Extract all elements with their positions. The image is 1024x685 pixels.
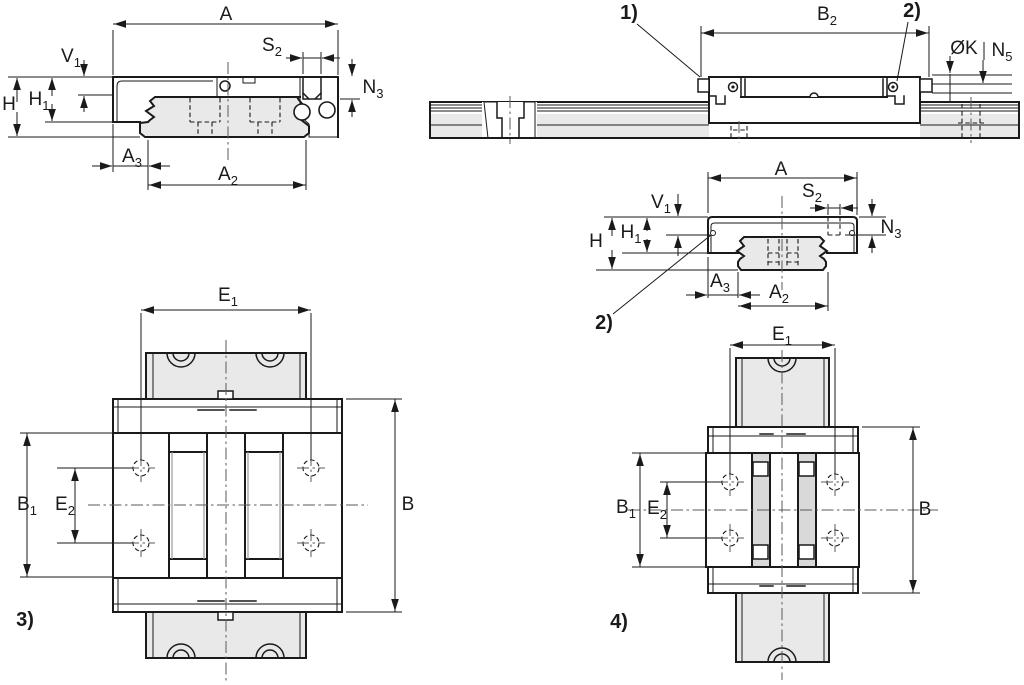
dimension-lines-plan-narrow bbox=[636, 341, 917, 593]
leader-callout-2 bbox=[896, 21, 909, 82]
dim-label-H1-wide: H1 bbox=[28, 89, 50, 113]
dim-label-E2-plan-wide: E2 bbox=[55, 494, 75, 518]
dim-label-N3-wide: N3 bbox=[362, 77, 384, 101]
dim-label-E1-plan-narrow: E1 bbox=[772, 324, 792, 348]
leader-callout-1 bbox=[636, 23, 701, 78]
dim-label-A3-wide: A3 bbox=[122, 146, 142, 170]
callout-2: 2) bbox=[903, 0, 921, 22]
dim-label-B-plan-narrow: B bbox=[918, 499, 932, 521]
dim-label-H-wide: H bbox=[2, 94, 16, 116]
end-seal-tab-right bbox=[919, 78, 933, 93]
dim-label-S2-narrow: S2 bbox=[802, 181, 822, 205]
dimension-lines-narrow-section bbox=[608, 174, 876, 310]
rail-side-right bbox=[919, 97, 1020, 143]
leader-callout-2b bbox=[612, 234, 712, 315]
dim-label-B1-plan-narrow: B1 bbox=[616, 497, 636, 521]
ball-bearings bbox=[293, 101, 336, 121]
view-plan-wide bbox=[20, 306, 402, 682]
view-cross-section-narrow bbox=[596, 172, 886, 315]
dim-label-H1-narrow: H1 bbox=[620, 222, 642, 246]
dim-label-B1-plan-wide: B1 bbox=[17, 494, 37, 518]
dim-label-H-narrow: H bbox=[589, 231, 603, 253]
end-seal-tab-left bbox=[697, 78, 710, 93]
carriage-side-view bbox=[697, 76, 933, 124]
cover-screw-left bbox=[727, 81, 739, 93]
dim-label-V1-narrow: V1 bbox=[651, 192, 671, 216]
dim-label-A2-narrow: A2 bbox=[769, 282, 789, 306]
dim-label-N5: N5 bbox=[991, 40, 1013, 64]
dim-label-S2-wide: S2 bbox=[262, 35, 282, 59]
view-side-elevation bbox=[429, 21, 1020, 144]
rail-cross-section bbox=[139, 96, 310, 138]
callout-4: 4) bbox=[610, 611, 628, 633]
dim-label-A-wide: A bbox=[219, 4, 233, 26]
end-cap-screw-hole-left bbox=[710, 230, 716, 236]
dim-label-N3-narrow: N3 bbox=[880, 217, 902, 241]
dim-label-E2-plan-narrow: E2 bbox=[647, 498, 667, 522]
dimension-lines-wide-section bbox=[13, 20, 356, 189]
view-cross-section-wide bbox=[8, 20, 360, 190]
dim-label-V1-wide: V1 bbox=[61, 46, 81, 70]
dim-label-B-plan-wide: B bbox=[401, 494, 415, 516]
cover-screw-right bbox=[887, 81, 899, 93]
dim-label-A2-wide: A2 bbox=[218, 164, 238, 188]
dim-label-OK: ØK bbox=[950, 38, 978, 60]
dim-label-A-narrow: A bbox=[774, 159, 788, 181]
callout-1: 1) bbox=[620, 2, 638, 24]
rail-side-left bbox=[429, 96, 710, 144]
view-plan-narrow bbox=[628, 341, 938, 680]
carriage-end-outline bbox=[707, 216, 858, 254]
dim-label-E1-plan-wide: E1 bbox=[218, 285, 238, 309]
callout-3: 3) bbox=[16, 609, 34, 631]
dim-label-B2: B2 bbox=[817, 4, 837, 28]
callout-2b: 2) bbox=[595, 312, 613, 334]
dimension-lines-plan-wide bbox=[23, 306, 399, 612]
rail-hole-dimensions bbox=[932, 42, 1012, 101]
rail-cross-section-narrow bbox=[735, 236, 829, 271]
dim-label-A3-narrow: A3 bbox=[710, 271, 730, 295]
